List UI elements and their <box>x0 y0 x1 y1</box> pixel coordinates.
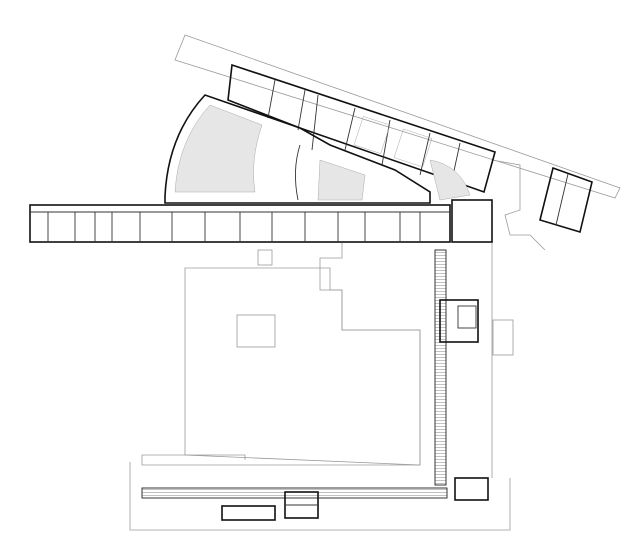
block-a <box>439 299 479 343</box>
side-building-partition <box>555 173 569 226</box>
side-building <box>539 166 593 234</box>
vertical-gallery <box>434 249 447 486</box>
classroom-seating-upper <box>353 116 433 168</box>
classroom-partitions <box>47 212 421 242</box>
small-auditorium <box>429 159 471 201</box>
outline-lower <box>129 462 511 531</box>
stair-tower <box>451 199 493 243</box>
courtyard-outline <box>141 243 421 466</box>
terrace <box>492 319 514 356</box>
foyer-tiers <box>317 159 366 201</box>
small-square <box>257 249 273 266</box>
block-a-inner <box>457 305 477 329</box>
block-d <box>221 505 276 521</box>
inner-court <box>236 314 276 348</box>
hall-outline <box>184 267 421 466</box>
stage-arc <box>295 144 301 201</box>
horizontal-gallery <box>141 487 448 499</box>
block-b <box>454 477 489 501</box>
site-outline-right <box>491 159 546 251</box>
auditorium-seating <box>174 104 263 193</box>
site-outline-upper <box>174 34 621 199</box>
auditorium-shell <box>164 94 431 204</box>
